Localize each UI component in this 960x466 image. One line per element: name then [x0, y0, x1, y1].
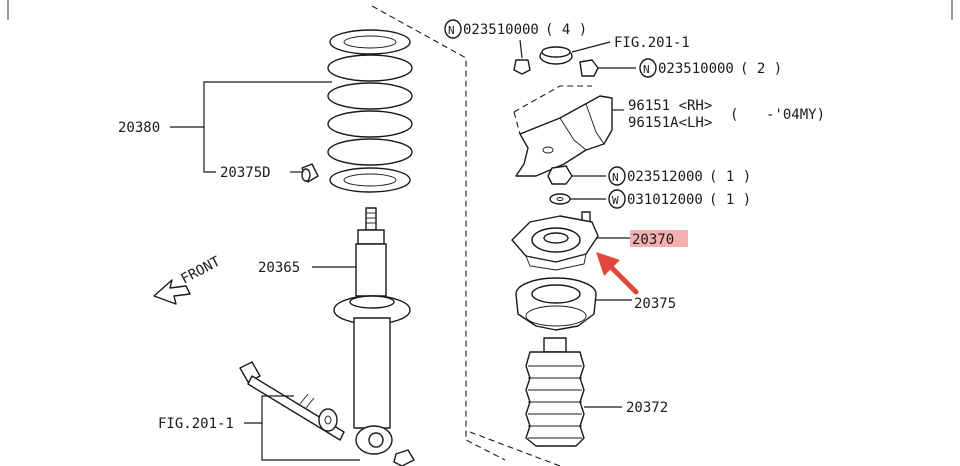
bracket-dashed-guide	[513, 111, 521, 135]
strut-bracket-96151[interactable]	[515, 95, 613, 177]
strut-mount-20370[interactable]	[511, 211, 599, 271]
fig-ref-top: FIG.201-1	[614, 35, 690, 51]
front-direction-indicator: FRONT	[153, 253, 224, 305]
nut-code-2: 023510000	[658, 61, 734, 77]
fig-ref-left: FIG.201-1	[158, 416, 234, 432]
shock-absorber-20365[interactable]	[333, 207, 411, 455]
spring-seat-20375[interactable]	[515, 277, 597, 331]
nut-symbol-2: N	[639, 58, 657, 78]
nut-symbol-1: N	[444, 19, 462, 39]
part-label-highlight	[630, 230, 688, 247]
assembly-outline-dashed	[469, 431, 561, 466]
washer-symbol: W	[608, 189, 626, 209]
svg-text:N: N	[643, 63, 650, 76]
nut-qty-1: ( 4 )	[545, 22, 587, 38]
spring-bumper-20375D[interactable]	[301, 163, 319, 183]
svg-text:W: W	[612, 194, 619, 207]
svg-text:N: N	[448, 24, 455, 37]
nut-code-1: 023510000	[463, 22, 539, 38]
model-year-note-open: (	[730, 107, 738, 123]
leader-20380-branch	[203, 127, 216, 173]
washer-code: 031012000	[627, 192, 703, 208]
lower-mount-nut[interactable]	[393, 449, 415, 466]
leader-nut-1	[519, 39, 523, 59]
nut-code-3: 023512000	[627, 169, 703, 185]
leader-fig-top	[571, 41, 611, 53]
front-label: FRONT	[178, 253, 223, 287]
flange-nut-upper[interactable]	[579, 59, 599, 77]
model-year-note: -'04MY)	[766, 107, 825, 123]
flat-washer[interactable]	[549, 193, 571, 205]
part-label-96151a-lh: 96151A<LH>	[628, 115, 712, 131]
dust-boot-20372[interactable]	[525, 337, 585, 447]
part-label-20372: 20372	[626, 400, 668, 416]
coil-spring-20380[interactable]	[327, 29, 413, 193]
leader-20380	[170, 81, 332, 128]
nut-qty-3: ( 1 )	[709, 169, 751, 185]
part-label-20375: 20375	[634, 296, 676, 312]
bracket-dashed-guide	[513, 85, 592, 113]
part-label-20370: 20370	[632, 232, 674, 248]
plug-cap[interactable]	[539, 46, 573, 65]
svg-text:N: N	[612, 171, 619, 184]
assembly-outline-dashed	[371, 5, 506, 461]
red-pointer-arrow	[596, 252, 639, 295]
part-label-20365: 20365	[258, 260, 300, 276]
nut-qty-2: ( 2 )	[740, 61, 782, 77]
leader-fig-left-branch	[261, 423, 360, 461]
part-label-20380: 20380	[118, 120, 160, 136]
part-label-96151-rh: 96151 <RH>	[628, 98, 712, 114]
flange-nut-small[interactable]	[513, 59, 531, 75]
nut-symbol-3: N	[608, 166, 626, 186]
flange-nut-center[interactable]	[547, 165, 573, 185]
washer-qty: ( 1 )	[709, 192, 751, 208]
lower-mount-washer[interactable]	[318, 408, 338, 432]
leader-fig-left	[244, 395, 294, 424]
part-label-20375D: 20375D	[220, 165, 271, 181]
